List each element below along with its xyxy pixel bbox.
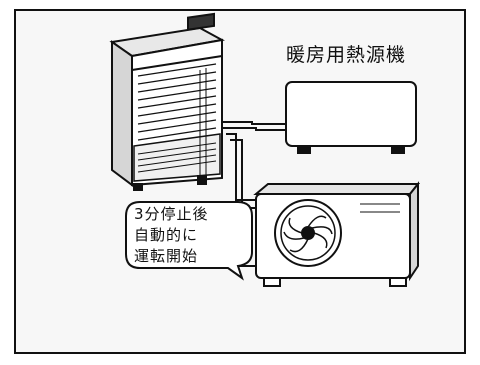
restart-note-line-1: 3分停止後 [134, 205, 209, 223]
restart-note-line-3: 運転開始 [134, 247, 199, 265]
restart-note-line-2: 自動的に [134, 226, 199, 244]
restart-note: 3分停止後 自動的に 運転開始 [134, 204, 242, 267]
outdoor-unit [253, 181, 421, 287]
heat-source-label: 暖房用熱源機 [286, 44, 407, 66]
speech-bubble [125, 201, 253, 281]
heat-source-unit [285, 81, 417, 154]
indoor-unit [109, 12, 225, 191]
diagram-frame [14, 9, 466, 354]
